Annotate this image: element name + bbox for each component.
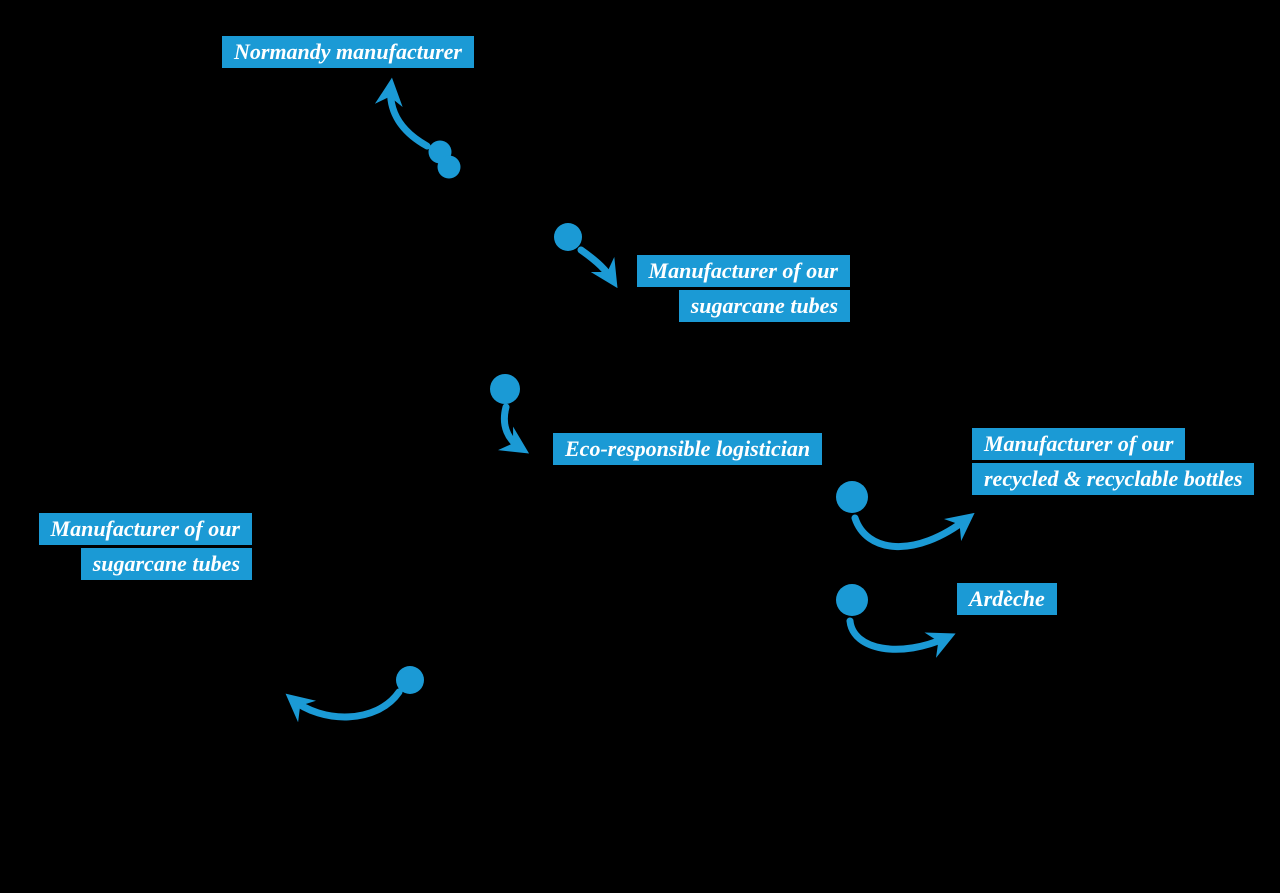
label-sugarcane-tubes-left: Manufacturer of our sugarcane tubes — [38, 513, 252, 580]
label-line: Ardèche — [957, 583, 1057, 615]
label-normandy-manufacturer: Normandy manufacturer — [222, 36, 474, 68]
label-line: Manufacturer of our — [38, 513, 252, 545]
label-line: Normandy manufacturer — [222, 36, 474, 68]
location-dot-bottles — [836, 481, 868, 513]
location-dot-ardeche — [836, 584, 868, 616]
label-sugarcane-tubes-right: Manufacturer of our sugarcane tubes — [636, 255, 850, 322]
label-line: Manufacturer of our — [636, 255, 850, 287]
curved-arrow-to-sugarcane-left — [285, 688, 403, 723]
curved-arrow-to-normandy — [374, 77, 431, 150]
label-ardeche: Ardèche — [957, 583, 1057, 615]
label-line: sugarcane tubes — [678, 290, 850, 322]
label-line: sugarcane tubes — [80, 548, 252, 580]
curved-arrow-to-ardeche — [846, 617, 956, 658]
curved-arrow-to-sugarcane-right — [577, 246, 618, 289]
label-line: Manufacturer of our — [972, 428, 1186, 460]
label-line: recycled & recyclable bottles — [972, 463, 1255, 495]
curved-arrow-to-bottles — [851, 512, 975, 551]
curved-arrow-to-logistician — [497, 403, 530, 454]
location-dot-logistician — [490, 374, 520, 404]
label-eco-responsible-logistician: Eco-responsible logistician — [553, 433, 823, 465]
location-dot-sugarcane-left — [396, 666, 424, 694]
location-dot-normandy-secondary — [437, 155, 461, 179]
label-recycled-bottles-manufacturer: Manufacturer of our recycled & recyclabl… — [972, 428, 1255, 495]
label-line: Eco-responsible logistician — [553, 433, 823, 465]
location-dot-sugarcane-right — [554, 223, 582, 251]
